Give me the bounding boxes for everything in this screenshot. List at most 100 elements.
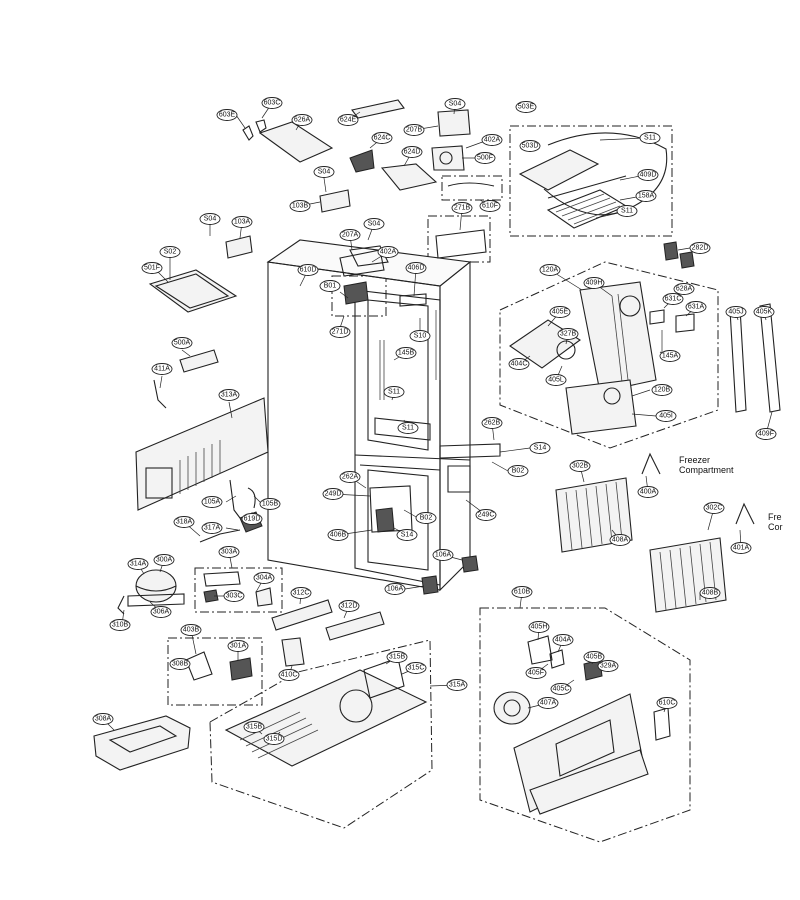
svg-text:405K: 405K [756,309,773,316]
svg-text:S02: S02 [164,249,177,256]
svg-text:409D: 409D [640,172,657,179]
freezer-duct-assembly [509,281,695,435]
svg-text:501F: 501F [144,265,160,272]
svg-text:207B: 207B [406,127,423,134]
callout-302B: 302B [569,460,591,472]
svg-text:103B: 103B [292,203,309,210]
svg-text:B01: B01 [324,283,337,290]
callout-406B: 406B [327,529,349,541]
callout-302C: 302C [703,502,725,514]
svg-text:405C: 405C [553,686,570,693]
callout-S14-b: S14 [396,529,418,541]
svg-text:313A: 313A [221,392,238,399]
freezer-compartment-caption-line1: Freezer [679,455,710,465]
callout-207A: 207A [339,229,361,241]
svg-text:329A: 329A [600,663,617,670]
svg-text:407A: 407A [540,700,557,707]
callout-S10: S10 [409,330,431,342]
callout-610F: 610F [479,200,501,212]
callout-262B: 262B [481,417,503,429]
callout-500F: 500F [474,152,496,164]
callout-105B: 105B [259,498,281,510]
svg-text:120B: 120B [654,387,671,394]
svg-text:306A: 306A [153,609,170,616]
callout-282D: 282D [689,242,711,254]
callout-315B-b: 315B [243,721,265,733]
callout-624E: 624E [337,114,359,126]
callout-409H: 409H [583,277,605,289]
svg-text:B02: B02 [420,515,433,522]
callout-624C: 624C [371,132,393,144]
callout-405E: 405E [549,306,571,318]
bottom-parts [93,555,479,771]
svg-text:106A: 106A [435,552,452,559]
svg-text:409F: 409F [758,431,774,438]
callout-106A-b: 106A [384,583,406,595]
svg-text:318A: 318A [176,519,193,526]
callout-300A: 300A [153,554,175,566]
door-gaskets [729,303,781,413]
callout-631A: 631A [685,301,707,313]
callout-406D: 406D [405,262,427,274]
callout-327B: 327B [557,328,579,340]
callout-304A: 304A [253,572,275,584]
callout-314A: 314A [127,558,149,570]
svg-text:302B: 302B [572,463,589,470]
svg-text:610B: 610B [514,589,531,596]
callout-610D: 610D [297,264,319,276]
callout-603C: 603C [261,97,283,109]
callout-411A: 411A [151,363,173,375]
svg-text:S14: S14 [534,445,547,452]
svg-text:312C: 312C [293,590,310,597]
callout-145A: 145A [659,350,681,362]
callout-503D: 503D [519,140,541,152]
callout-610C: 610C [656,697,678,709]
evaporators [555,452,755,613]
svg-text:S04: S04 [449,101,462,108]
callout-301A: 301A [227,640,249,652]
callout-403B: 403B [180,624,202,636]
svg-text:610F: 610F [482,203,498,210]
svg-text:S14: S14 [401,532,414,539]
callout-315A: 315A [446,679,468,691]
svg-text:402A: 402A [484,137,501,144]
svg-text:619D: 619D [244,516,261,523]
callout-262A: 262A [339,471,361,483]
callout-404C: 404C [508,358,530,370]
callout-410C: 410C [278,669,300,681]
svg-text:145A: 145A [662,353,679,360]
svg-text:300A: 300A [156,557,173,564]
callout-400A: 400A [637,486,659,498]
callout-S04-c: S04 [199,213,221,225]
callout-B01: B01 [319,280,341,292]
callout-501F: 501F [141,262,163,274]
svg-text:314A: 314A [130,561,147,568]
svg-text:400A: 400A [640,489,657,496]
svg-text:405F: 405F [528,670,544,677]
svg-text:302C: 302C [706,505,723,512]
callout-S11-d: S11 [397,422,419,434]
callout-B02-a: B02 [507,465,529,477]
callout-408B: 408B [699,587,721,599]
svg-text:628A: 628A [676,286,693,293]
svg-text:405H: 405H [531,624,548,631]
svg-text:500A: 500A [174,340,191,347]
callout-249D: 249D [322,488,344,500]
callout-401A: 401A [730,542,752,554]
svg-text:603C: 603C [264,100,281,107]
callout-103B: 103B [289,200,311,212]
svg-text:409H: 409H [586,280,603,287]
callout-405L: 405L [545,374,567,386]
callout-103A: 103A [231,216,253,228]
callout-B02-b: B02 [415,512,437,524]
svg-text:271B: 271B [454,205,471,212]
svg-text:406D: 406D [408,265,425,272]
svg-text:S11: S11 [402,425,414,432]
svg-text:624E: 624E [340,117,357,124]
callout-628A: 628A [673,283,695,295]
svg-text:262A: 262A [342,474,359,481]
callout-308A: 308A [92,713,114,725]
svg-text:503E: 503E [518,104,535,111]
callout-303C: 303C [223,590,245,602]
